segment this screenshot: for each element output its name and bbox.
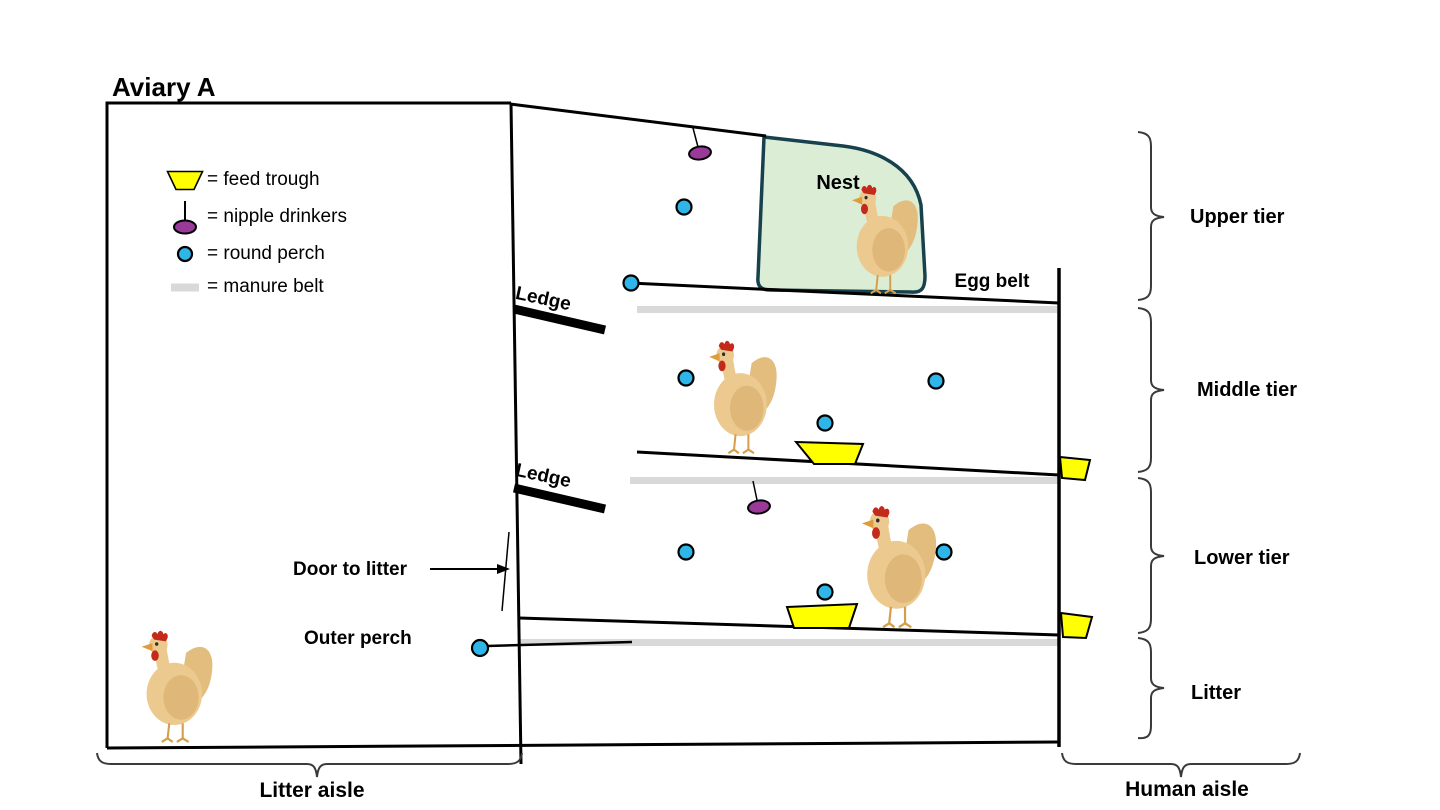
tier-label-middle: Middle tier	[1197, 379, 1298, 401]
door-to-litter-label: Door to litter	[293, 559, 407, 580]
tier-brace-upper	[1137, 131, 1165, 301]
tier-label-litter: Litter	[1191, 682, 1241, 704]
litter-aisle-label: Litter aisle	[259, 779, 365, 802]
tier-label-lower: Lower tier	[1194, 547, 1290, 569]
ledge-bar-lower	[512, 483, 607, 514]
ledge-bar-upper	[512, 304, 607, 335]
manure-belt-middle	[630, 477, 1059, 484]
nipple-drinker	[688, 145, 712, 161]
chicken-image	[860, 504, 938, 629]
lower-tier-floor	[518, 616, 1060, 637]
legend-label: = round perch	[207, 243, 325, 264]
manure-belt-icon	[163, 283, 207, 292]
outer-perch-label: Outer perch	[304, 628, 412, 649]
litter-aisle-outline	[105, 101, 511, 748]
legend-label: = manure belt	[207, 276, 324, 297]
round-perch	[816, 414, 834, 432]
nipple-drinker	[747, 499, 771, 515]
feed-trough-lower	[785, 602, 859, 629]
round-perch	[927, 372, 945, 390]
legend-item-nipple-drinker: = nipple drinkers	[163, 198, 347, 236]
legend-item-manure-belt: = manure belt	[163, 276, 324, 297]
feed-trough-icon	[163, 170, 207, 191]
tier-brace-litter	[1137, 637, 1165, 740]
egg-belt-label: Egg belt	[954, 271, 1030, 292]
legend-label: = feed trough	[207, 169, 320, 190]
chicken-image	[708, 339, 778, 455]
round-perch-icon	[163, 245, 207, 263]
round-perch	[935, 543, 953, 561]
tier-brace-middle	[1137, 307, 1165, 473]
legend-item-round-perch: = round perch	[163, 243, 325, 264]
ground-line	[106, 740, 1060, 750]
page-title: Aviary A	[112, 72, 216, 102]
feed-trough-wall-lower	[1059, 611, 1094, 640]
round-perch	[677, 543, 695, 561]
door-line	[501, 531, 510, 612]
nipple-drinker-line-upper	[692, 127, 699, 148]
round-perch	[622, 274, 640, 292]
round-perch	[816, 583, 834, 601]
nest-label: Nest	[816, 172, 860, 194]
tier-label-upper: Upper tier	[1190, 206, 1285, 228]
upper-tier-floor	[628, 281, 1060, 305]
human-aisle-brace	[1061, 752, 1301, 778]
legend-item-feed-trough: = feed trough	[163, 169, 320, 191]
litter-aisle-brace	[96, 752, 523, 778]
manure-belt-upper	[637, 306, 1057, 313]
nipple-drinker-icon	[163, 199, 207, 236]
round-perch	[677, 369, 695, 387]
round-perch	[675, 198, 693, 216]
human-aisle-label: Human aisle	[1125, 778, 1249, 801]
feed-trough-middle	[793, 440, 865, 465]
manure-belt-litter	[518, 639, 1059, 646]
feed-trough-wall-middle	[1058, 455, 1092, 482]
chicken-image	[140, 629, 214, 744]
door-arrow-head	[497, 564, 510, 574]
outer-perch-rail	[486, 640, 633, 648]
roof-line	[509, 102, 767, 138]
tier-brace-lower	[1137, 477, 1165, 634]
partition-wall	[509, 102, 523, 765]
outer-perch-circle	[470, 638, 490, 658]
legend-label: = nipple drinkers	[207, 206, 347, 227]
nipple-drinker-line-lower	[752, 480, 758, 501]
